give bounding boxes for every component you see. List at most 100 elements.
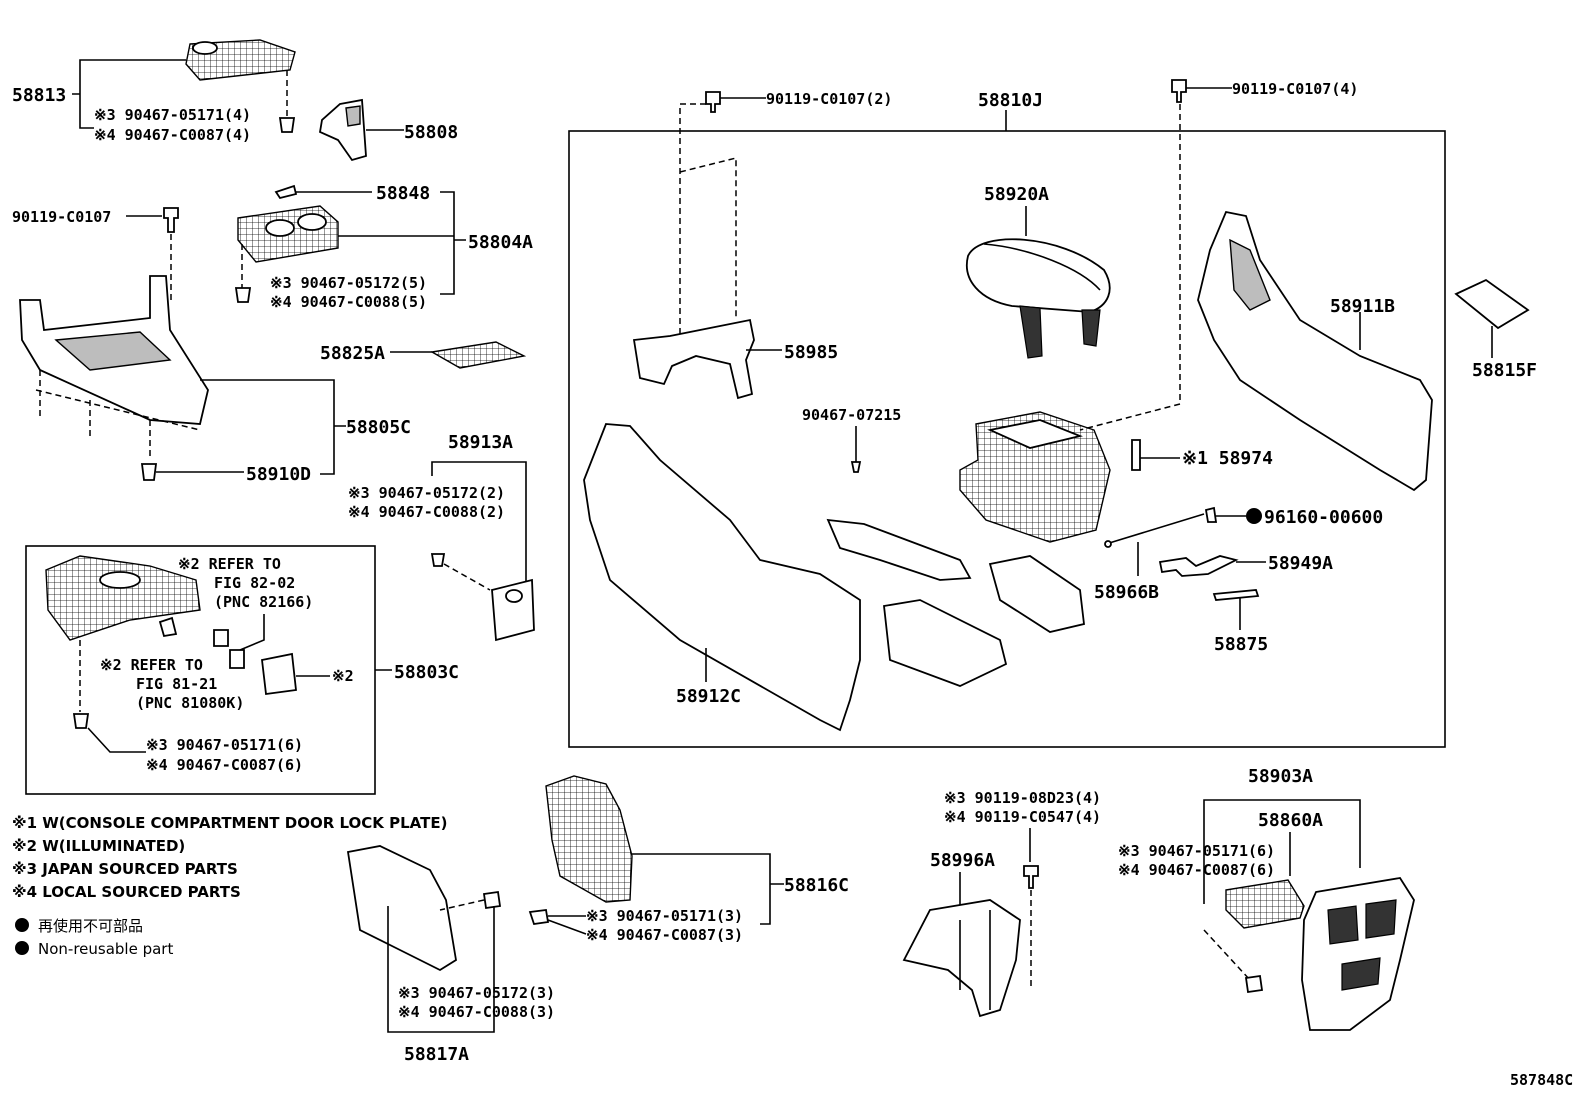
- part-58949A-drawing: [1158, 555, 1239, 577]
- clip-58913-icon: [430, 553, 446, 567]
- leader-ref1: [239, 614, 265, 651]
- label-58803C: 58803C: [394, 662, 459, 683]
- bolt-icon: [1023, 865, 1039, 889]
- label-58860A: 58860A: [1258, 810, 1323, 831]
- bracket-58816C: [632, 853, 784, 925]
- label-58813: 58813: [12, 85, 66, 106]
- fastener-58817-jp: ※3 90467-05172(3): [398, 984, 555, 1002]
- part-58996A-drawing: [902, 899, 1021, 1018]
- part-58920A-drawing: [966, 238, 1111, 359]
- label-58810J: 58810J: [978, 90, 1043, 111]
- fastener-58813-local: ※4 90467-C0087(4): [94, 126, 251, 144]
- label-58848: 58848: [376, 183, 430, 204]
- part-58911B-drawing: [1197, 210, 1433, 492]
- box-58810J: [568, 130, 1446, 748]
- part-58903A-drawing: [1301, 877, 1415, 1031]
- dash-bolt-right: [1079, 104, 1181, 431]
- dash-58913: [443, 563, 491, 591]
- label-90119-c0107-4: 90119-C0107(4): [1232, 80, 1358, 98]
- part-58860A-drawing: [1225, 879, 1305, 929]
- clip-58816-icon: [528, 908, 550, 925]
- label-58985: 58985: [784, 342, 838, 363]
- part-58974-drawing: [1131, 439, 1141, 471]
- ref2-line2: FIG 81-21: [136, 675, 217, 693]
- fastener-58803-jp: ※3 90467-05171(6): [146, 736, 303, 754]
- bracket-58804A: [338, 191, 466, 295]
- label-58996A: 58996A: [930, 850, 995, 871]
- dash-58985: [679, 103, 737, 340]
- label-58825A: 58825A: [320, 343, 385, 364]
- fastener-58996-jp: ※3 90119-08D23(4): [944, 789, 1101, 807]
- clip-58817-icon: [482, 890, 502, 910]
- bolt-icon: [1171, 79, 1187, 103]
- legend-note4: ※4 LOCAL SOURCED PARTS: [12, 883, 241, 901]
- label-58974: ※1 58974: [1182, 448, 1273, 469]
- fastener-58803-local: ※4 90467-C0087(6): [146, 756, 303, 774]
- label-58911B: 58911B: [1330, 296, 1395, 317]
- legend-note3: ※3 JAPAN SOURCED PARTS: [12, 860, 238, 878]
- non-reusable-dot-icon: [15, 941, 29, 955]
- illum-mark: ※2: [332, 667, 354, 685]
- label-58966B: 58966B: [1094, 582, 1159, 603]
- part-58875-drawing: [1212, 589, 1260, 601]
- part-58815F-drawing: [1454, 278, 1530, 330]
- pin-icon: [1204, 506, 1218, 523]
- ref1-line3: (PNC 82166): [214, 593, 313, 611]
- label-58817A: 58817A: [404, 1044, 469, 1065]
- leader-58803-clip: [87, 727, 146, 753]
- bracket-58805C: [200, 379, 346, 475]
- label-58949A: 58949A: [1268, 553, 1333, 574]
- ref2-line3: (PNC 81080K): [136, 694, 244, 712]
- label-90467-07215: 90467-07215: [802, 406, 901, 424]
- label-58804A: 58804A: [468, 232, 533, 253]
- duct-right-drawing: [988, 555, 1085, 633]
- part-58808-drawing: [318, 98, 367, 162]
- part-58848-drawing: [274, 184, 298, 200]
- fastener-58804-jp: ※3 90467-05172(5): [270, 274, 427, 292]
- label-58913A: 58913A: [448, 432, 513, 453]
- label-58805C: 58805C: [346, 417, 411, 438]
- part-58912C-drawing: [583, 423, 861, 732]
- clip-58860-icon: [1244, 974, 1264, 994]
- rod-end-icon: [1104, 540, 1112, 548]
- label-58903A: 58903A: [1248, 766, 1313, 787]
- figure-id: 587848C: [1510, 1071, 1573, 1089]
- fastener-58816-jp: ※3 90467-05171(3): [586, 907, 743, 925]
- label-58875: 58875: [1214, 634, 1268, 655]
- non-reusable-dot-icon: [15, 918, 29, 932]
- duct-upper-drawing: [826, 518, 972, 581]
- bracket-58903A: [1203, 799, 1361, 904]
- dash-58817: [439, 899, 485, 911]
- label-58808: 58808: [404, 122, 458, 143]
- bracket-58913A: [431, 461, 527, 586]
- ref2-line1: ※2 REFER TO: [100, 656, 203, 674]
- part-58803C-drawing: [45, 555, 297, 729]
- legend-note1: ※1 W(CONSOLE COMPARTMENT DOOR LOCK PLATE…: [12, 814, 447, 832]
- leader-58816-fastener: [547, 915, 587, 935]
- label-58912C: 58912C: [676, 686, 741, 707]
- part-58985-drawing: [632, 318, 755, 400]
- legend-note2: ※2 W(ILLUMINATED): [12, 837, 185, 855]
- fastener-58860-local: ※4 90467-C0087(6): [1118, 861, 1275, 879]
- part-58913A-drawing: [491, 578, 535, 642]
- switch-knob-icon: [505, 589, 523, 603]
- label-90119-c0107: 90119-C0107: [12, 208, 111, 226]
- part-58804A-drawing: [234, 205, 339, 303]
- ref1-line1: ※2 REFER TO: [178, 555, 281, 573]
- clip-icon: [278, 117, 296, 133]
- part-58817A-drawing: [346, 845, 457, 972]
- fastener-58817-local: ※4 90467-C0088(3): [398, 1003, 555, 1021]
- part-58813-drawing: [185, 39, 296, 133]
- ref1-line2: FIG 82-02: [214, 574, 295, 592]
- console-box-drawing: [959, 411, 1111, 543]
- fastener-58804-local: ※4 90467-C0088(5): [270, 293, 427, 311]
- label-58816C: 58816C: [784, 875, 849, 896]
- rod-58966B: [1105, 513, 1205, 545]
- fastener-58913-local: ※4 90467-C0088(2): [348, 503, 505, 521]
- dash-58860: [1203, 929, 1251, 981]
- bracket-58813: [72, 59, 186, 129]
- clip-58910D-icon: [140, 463, 158, 481]
- legend-nonreuse-jp: 再使用不可部品: [38, 917, 143, 935]
- label-58815F: 58815F: [1472, 360, 1537, 381]
- duct-lower-drawing: [883, 599, 1008, 687]
